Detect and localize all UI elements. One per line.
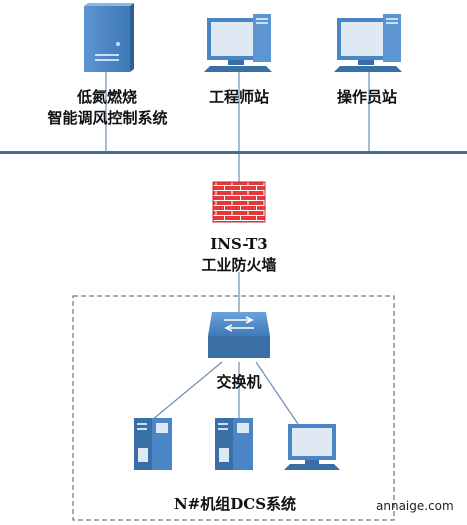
network-switch-icon xyxy=(208,312,270,358)
desktop-computer-icon xyxy=(284,424,340,470)
firewall-label: 工业防火墙 xyxy=(201,256,277,274)
network-bus xyxy=(0,151,467,154)
dcs-group-label: N#机组DCS系统 xyxy=(173,495,297,513)
low-nox-system-label-line1: 低氮燃烧 xyxy=(76,88,137,106)
server-rack-icon xyxy=(134,418,172,470)
dcs-group-boundary xyxy=(72,295,395,521)
link-switch-workstation xyxy=(255,361,299,425)
firewall-brick-icon xyxy=(212,181,266,223)
link-switch-server1 xyxy=(151,361,223,421)
engineer-station-label: 工程师站 xyxy=(208,88,269,106)
desktop-computer-icon xyxy=(204,14,272,72)
low-nox-system-label-line2: 智能调风控制系统 xyxy=(47,109,168,127)
server-rack-icon xyxy=(215,418,253,470)
server-tower-icon xyxy=(84,3,134,72)
firewall-model-label: INS-T3 xyxy=(210,235,268,253)
watermark: annaige.com xyxy=(376,499,454,513)
operator-station-label: 操作员站 xyxy=(336,88,397,106)
switch-label: 交换机 xyxy=(216,373,262,391)
desktop-computer-icon xyxy=(334,14,402,72)
